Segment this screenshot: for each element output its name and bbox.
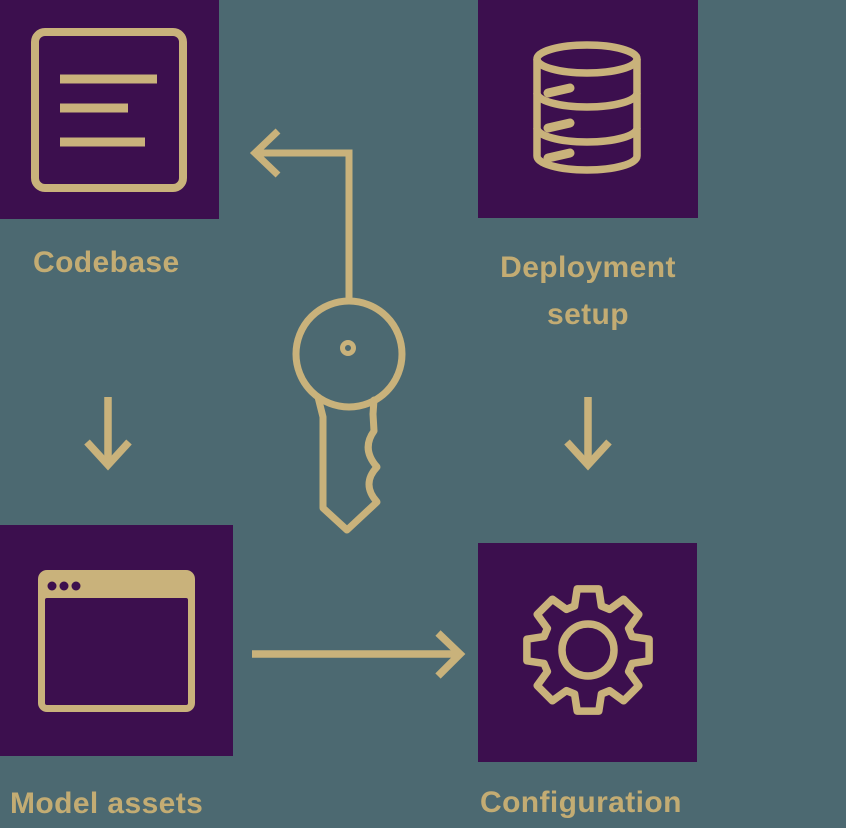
deployment-setup-label-line1: Deployment bbox=[500, 251, 676, 284]
model-assets-to-configuration-arrow bbox=[252, 630, 466, 679]
codebase-to-model-assets-arrow bbox=[84, 397, 132, 471]
document-icon bbox=[31, 28, 187, 192]
database-icon bbox=[533, 41, 641, 174]
gear-icon bbox=[523, 585, 653, 715]
configuration-label: Configuration bbox=[480, 786, 682, 819]
configuration-tile bbox=[478, 543, 697, 762]
model-assets-label: Model assets bbox=[10, 787, 204, 820]
key-to-codebase-arrow bbox=[249, 128, 353, 300]
deployment-setup-to-configuration-arrow bbox=[564, 397, 612, 471]
model-assets-tile bbox=[0, 525, 233, 756]
key-icon bbox=[292, 297, 406, 534]
deployment-setup-tile bbox=[478, 0, 698, 218]
deployment-setup-label-line2: setup bbox=[546, 298, 629, 331]
codebase-label: Codebase bbox=[33, 246, 180, 279]
browser-window-icon bbox=[38, 570, 195, 712]
deployment-setup-label: Deployment setup bbox=[478, 244, 698, 338]
codebase-tile bbox=[0, 0, 219, 219]
